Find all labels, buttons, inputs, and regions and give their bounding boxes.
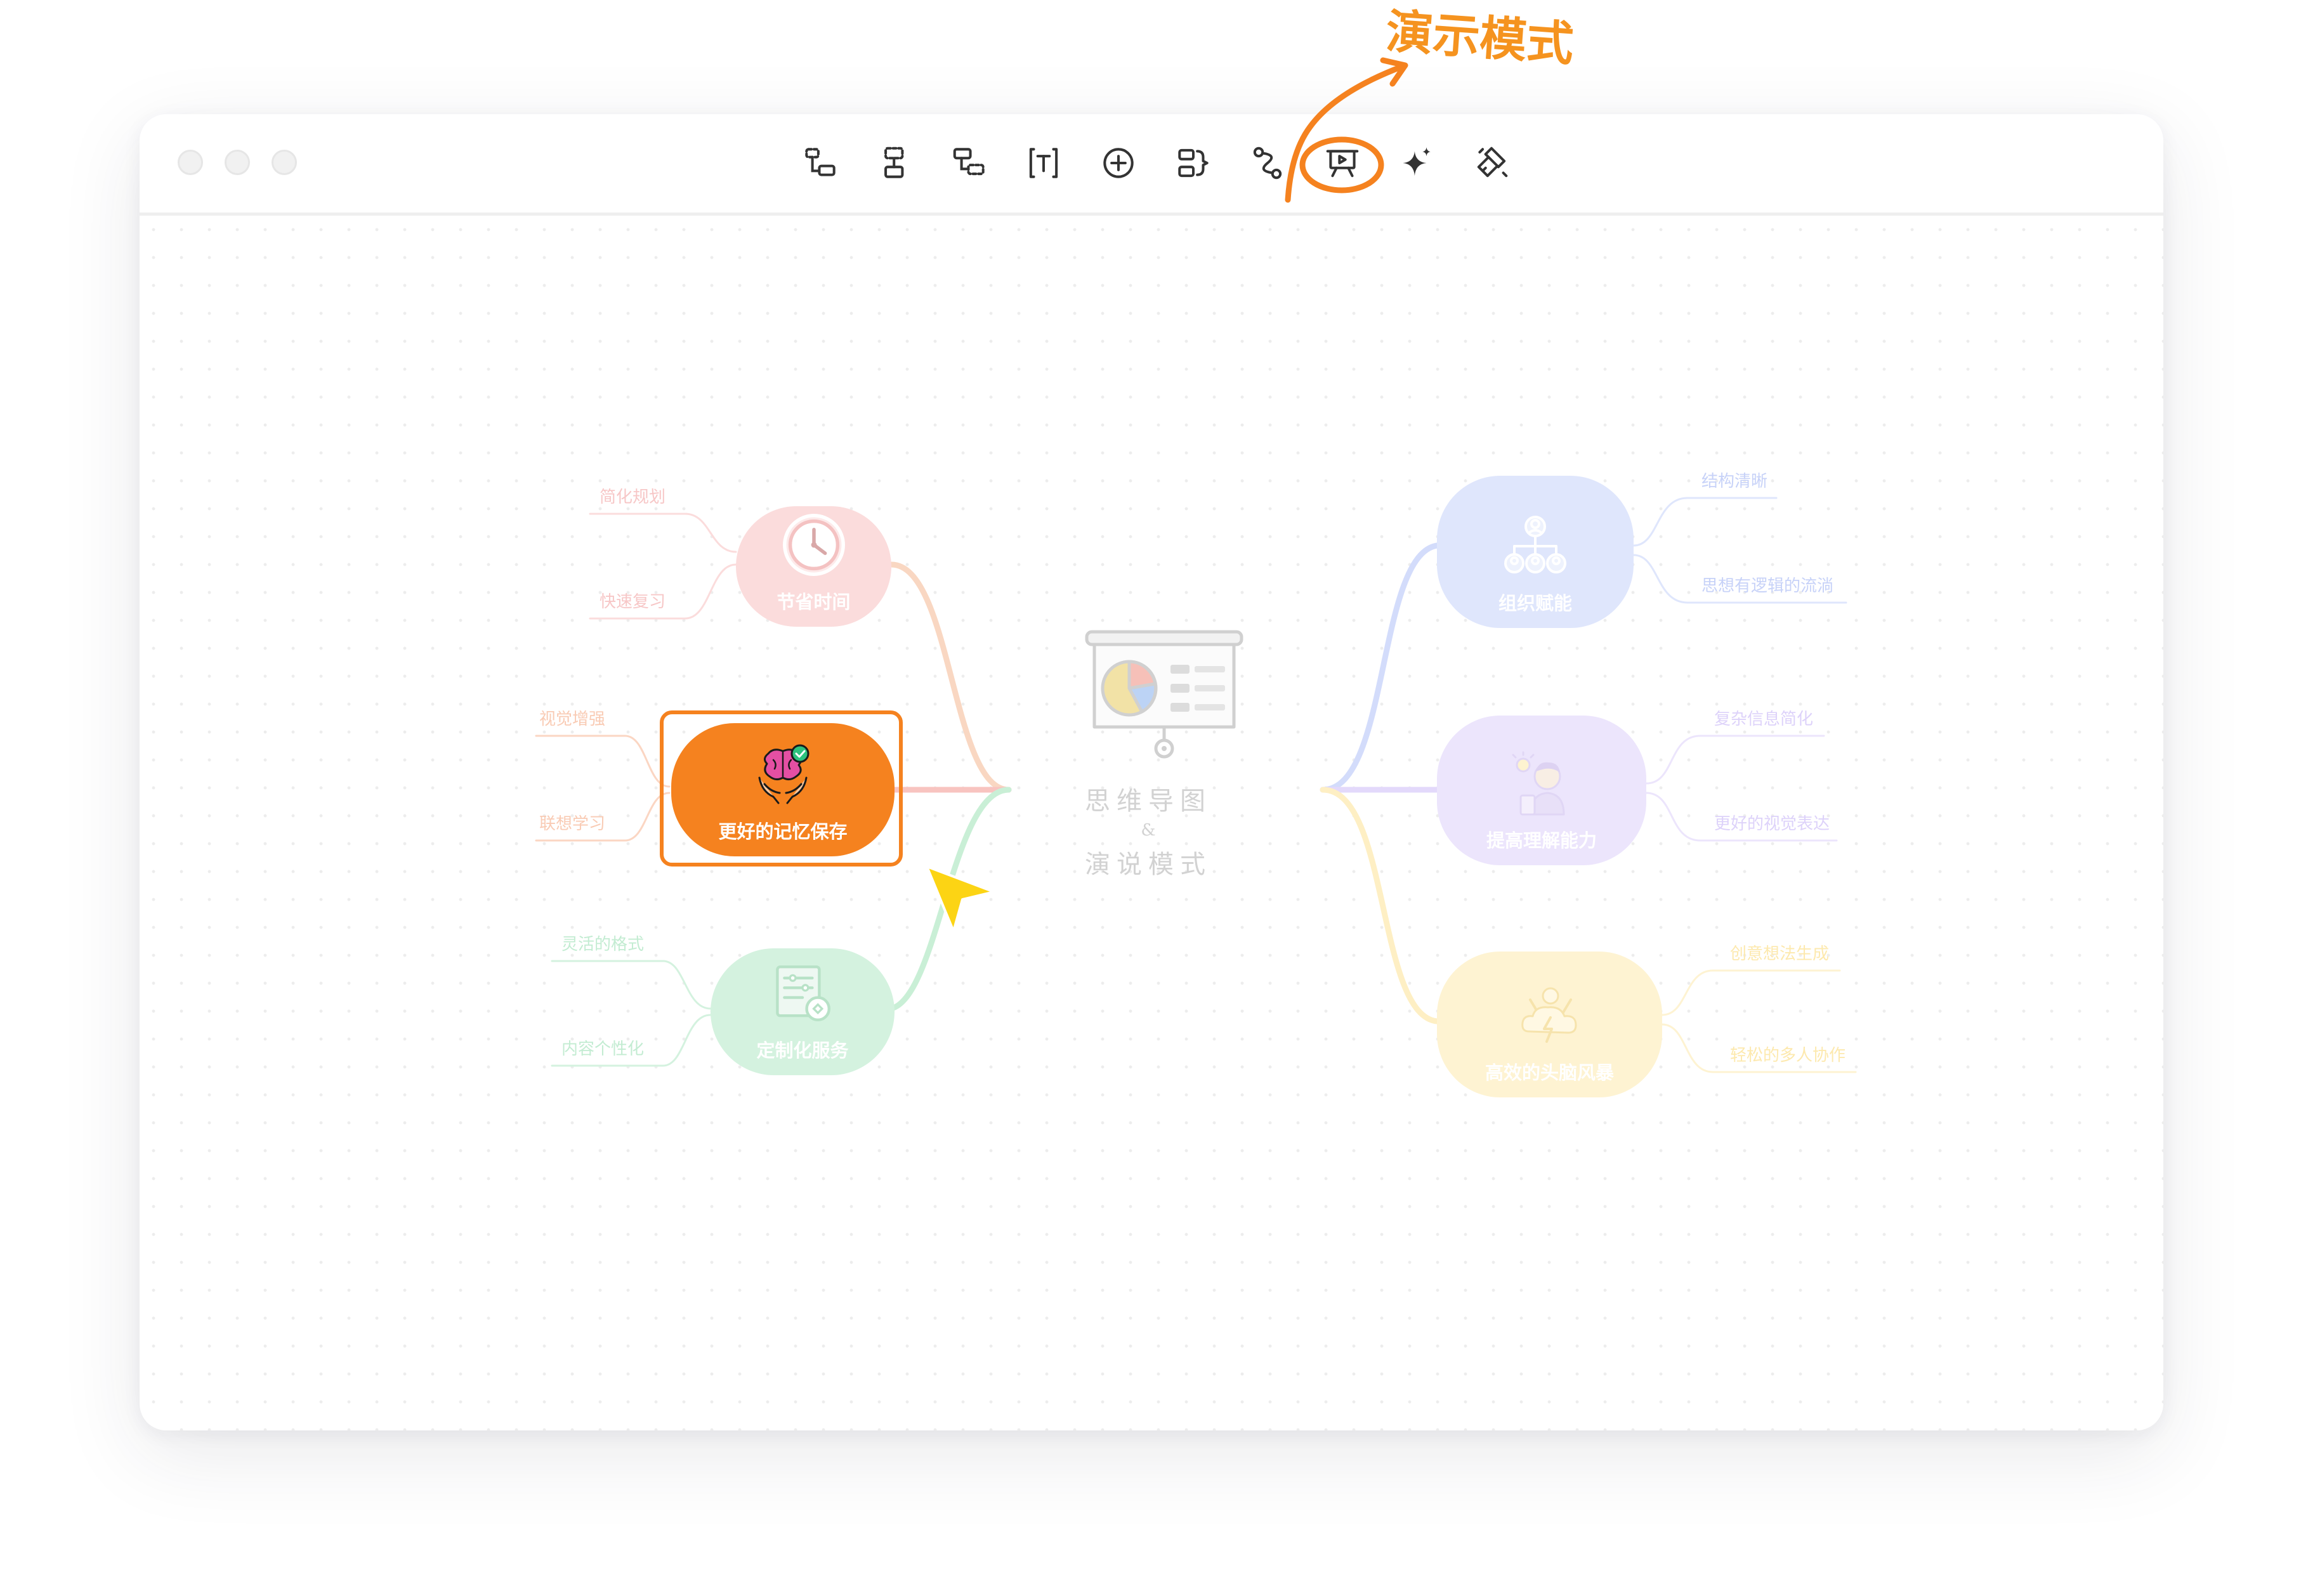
toolbar-summary-button[interactable] — [1168, 138, 1219, 188]
topic-custom[interactable]: 定制化服务 — [711, 948, 895, 1075]
toolbar-text-button[interactable] — [1018, 138, 1069, 188]
mindmap-canvas[interactable] — [140, 216, 2163, 1430]
leaf-idea-generation[interactable]: 创意想法生成 — [1730, 945, 1830, 964]
text-icon — [1029, 148, 1058, 178]
topic-label: 组织赋能 — [1498, 592, 1572, 614]
app-window — [140, 114, 2163, 1430]
topic-label: 更好的记忆保存 — [718, 821, 848, 842]
window-minimize-button[interactable] — [225, 150, 250, 175]
org-chart-icon — [1504, 516, 1566, 573]
center-topic-line2: 演说模式 — [1085, 850, 1212, 879]
leaf-clear-structure[interactable]: 结构清晰 — [1701, 472, 1768, 491]
toolbar-ai-button[interactable] — [1391, 138, 1442, 188]
brain-hands-icon — [758, 744, 810, 804]
window-maximize-button[interactable] — [272, 150, 297, 175]
topic-label: 提高理解能力 — [1486, 830, 1597, 851]
toolbar-presentation-button[interactable] — [1317, 138, 1368, 188]
toolbar-parent-topic-button[interactable] — [944, 138, 995, 188]
toolbar-child-topic-button[interactable] — [795, 138, 846, 188]
center-topic-amp: & — [1141, 821, 1156, 840]
presentation-board-icon — [1085, 630, 1243, 759]
format-brush-icon — [1477, 147, 1508, 178]
leaf-better-visual-expression[interactable]: 更好的视觉表达 — [1714, 814, 1830, 834]
clock-icon — [782, 514, 845, 576]
leaf-visual-enhancement[interactable]: 视觉增强 — [539, 710, 606, 729]
toolbar-relationship-button[interactable] — [1242, 138, 1293, 188]
selection-frame — [660, 710, 903, 867]
settings-page-icon — [776, 965, 830, 1021]
relationship-icon — [1253, 147, 1282, 180]
topic-organize[interactable]: 组织赋能 — [1437, 476, 1634, 628]
topic-brainstorm[interactable]: 高效的头脑风暴 — [1437, 952, 1662, 1097]
sparkle-icon — [1403, 147, 1431, 176]
sibling-topic-icon — [884, 147, 904, 178]
title-bar — [140, 114, 2163, 216]
toolbar-sibling-topic-button[interactable] — [869, 138, 920, 188]
plus-circle-icon — [1103, 148, 1134, 178]
thinker-icon — [1512, 751, 1565, 816]
child-topic-icon — [805, 148, 836, 176]
topic-label: 定制化服务 — [756, 1040, 849, 1061]
summary-icon — [1178, 148, 1209, 178]
topic-save-time[interactable]: 节省时间 — [736, 506, 891, 627]
leaf-simplify-complex-info[interactable]: 复杂信息简化 — [1714, 710, 1814, 729]
annotation-arrow — [1285, 57, 1408, 203]
leaf-logical-flow[interactable]: 思想有逻辑的流淌 — [1701, 577, 1834, 596]
topic-label: 高效的头脑风暴 — [1485, 1062, 1614, 1083]
leaf-quick-review[interactable]: 快速复习 — [600, 592, 666, 612]
center-topic-line1: 思维导图 — [1085, 787, 1212, 816]
leaf-easy-collaboration[interactable]: 轻松的多人协作 — [1730, 1046, 1846, 1065]
topic-label: 节省时间 — [777, 591, 851, 613]
topic-memory[interactable]: 更好的记忆保存 — [671, 723, 895, 856]
idea-cloud-icon — [1521, 987, 1577, 1043]
leaf-simplify-planning[interactable]: 简化规划 — [600, 488, 666, 507]
annotation-label: 演示模式 — [1384, 4, 1576, 72]
leaf-associative-learning[interactable]: 联想学习 — [539, 814, 606, 834]
parent-topic-icon — [953, 148, 985, 176]
toolbar-insert-button[interactable] — [1093, 138, 1144, 188]
toolbar-format-button[interactable] — [1466, 138, 1517, 188]
window-close-button[interactable] — [178, 150, 203, 175]
presentation-icon — [1326, 150, 1359, 178]
cursor-arrow-icon — [926, 865, 995, 932]
leaf-content-personalization[interactable]: 内容个性化 — [561, 1040, 645, 1059]
center-topic[interactable]: 思维导图 & 演说模式 — [1066, 780, 1231, 880]
leaf-flexible-format[interactable]: 灵活的格式 — [561, 935, 645, 954]
topic-understand[interactable]: 提高理解能力 — [1437, 716, 1646, 865]
